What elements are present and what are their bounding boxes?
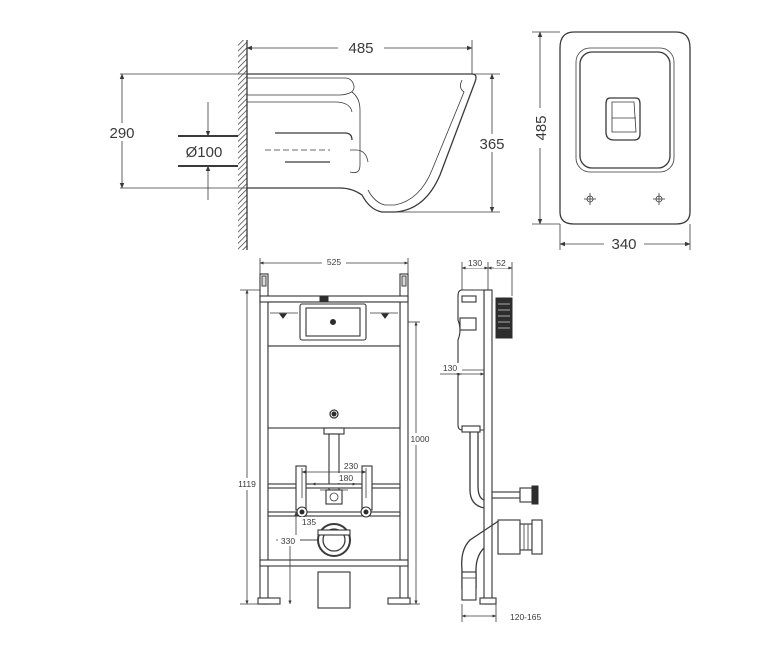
drain-offset-label: 135: [302, 517, 316, 527]
bowl-height-label: 365: [479, 136, 504, 153]
cistern-offset-label: 130: [443, 363, 457, 373]
fixing-hole-icon: [584, 193, 596, 205]
top-depth-label: 485: [533, 115, 550, 140]
frame-front-view: 525: [235, 256, 431, 609]
fixing-hole-icon: [653, 193, 665, 205]
stud-spacing-outer-label: 230: [344, 461, 358, 471]
cistern-height-label: 1000: [411, 434, 430, 444]
toilet-top-outline: [559, 31, 691, 225]
top-width-label: 340: [611, 236, 636, 253]
wall-depth-label: 120-165: [510, 612, 541, 622]
frame-side-view: 130 52: [440, 258, 543, 622]
pipe-diameter-label: Ø100: [186, 144, 223, 161]
total-height-label: 1119: [238, 479, 256, 489]
frame-width-label: 525: [327, 257, 341, 267]
toilet-side-view: 485 290 Ø100 365: [105, 38, 510, 250]
mount-height-label: 290: [109, 125, 134, 142]
wall-hatch: [238, 40, 247, 250]
drain-height-label: 330: [281, 536, 295, 546]
side-width-label: 485: [348, 40, 373, 57]
stud-spacing-inner-label: 180: [339, 473, 353, 483]
button-depth-label: 130: [468, 258, 482, 268]
toilet-top-view: 485 340: [530, 31, 691, 253]
plate-depth-label: 52: [496, 258, 506, 268]
